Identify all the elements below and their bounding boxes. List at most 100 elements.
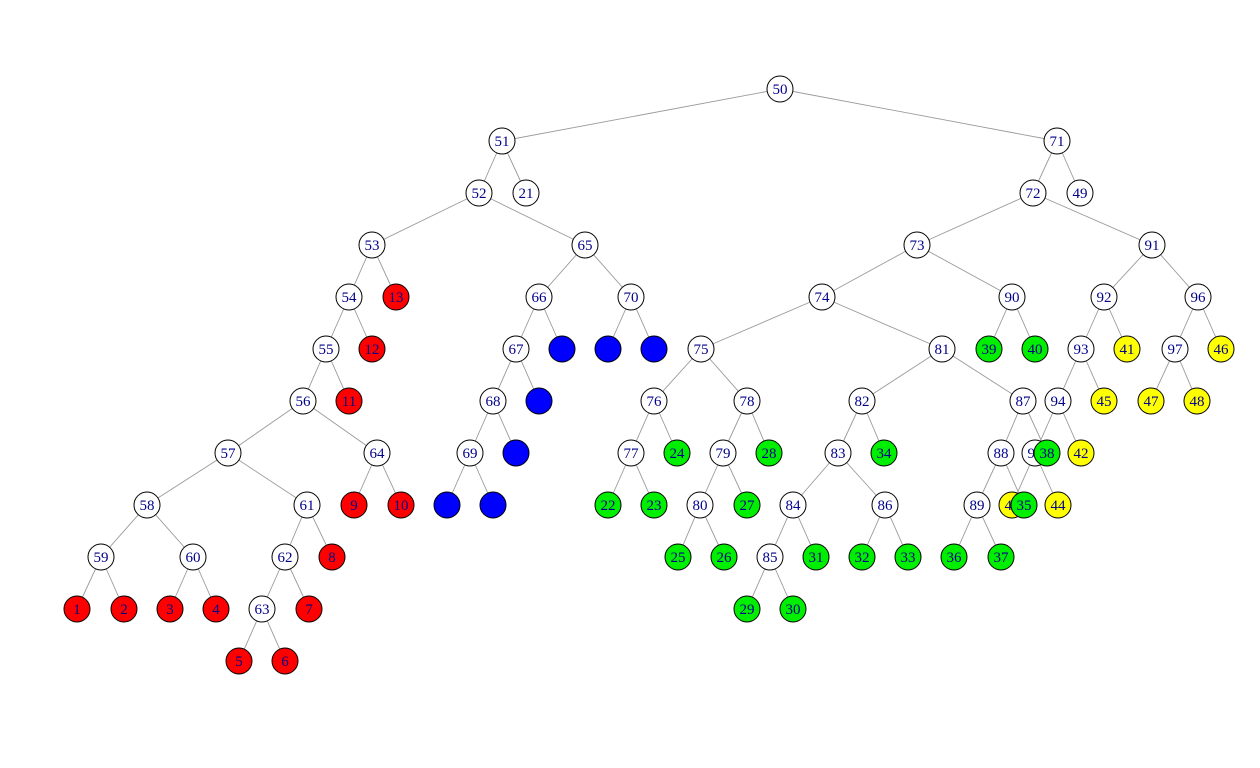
node-circle bbox=[502, 439, 530, 467]
node-circle bbox=[998, 283, 1026, 311]
node-circle bbox=[293, 491, 321, 519]
tree-node: 23 bbox=[640, 491, 668, 519]
tree-node: 86 bbox=[871, 491, 899, 519]
tree-node: 12 bbox=[358, 335, 386, 363]
tree-node: 4 bbox=[202, 595, 230, 623]
tree-node: 80 bbox=[686, 491, 714, 519]
node-circle bbox=[987, 439, 1015, 467]
tree-node: 97 bbox=[1161, 335, 1189, 363]
node-label: 21 bbox=[519, 186, 534, 202]
node-label: 31 bbox=[809, 550, 824, 566]
node-label: 46 bbox=[1214, 342, 1230, 358]
node-circle bbox=[363, 439, 391, 467]
node-circle bbox=[1090, 387, 1118, 415]
node-label: 88 bbox=[994, 446, 1009, 462]
tree-node: 63 bbox=[248, 595, 276, 623]
node-circle bbox=[335, 283, 363, 311]
tree-node: 90 bbox=[998, 283, 1026, 311]
node-circle bbox=[179, 543, 207, 571]
tree-node: 87 bbox=[1009, 387, 1037, 415]
node-circle bbox=[1044, 491, 1072, 519]
node-circle bbox=[133, 491, 161, 519]
node-circle bbox=[709, 439, 737, 467]
tree-node: 82 bbox=[848, 387, 876, 415]
node-label: 10 bbox=[394, 498, 409, 514]
node-label: 37 bbox=[994, 550, 1010, 566]
node-circle bbox=[640, 335, 668, 363]
node-label: 23 bbox=[647, 498, 662, 514]
node-label: 80 bbox=[693, 498, 708, 514]
node-label: 22 bbox=[601, 498, 616, 514]
tree-node: 41 bbox=[1113, 335, 1141, 363]
node-label: 40 bbox=[1028, 342, 1043, 358]
tree-node: 1 bbox=[63, 595, 91, 623]
node-label: 76 bbox=[647, 394, 663, 410]
node-circle bbox=[733, 491, 761, 519]
node-circle bbox=[456, 439, 484, 467]
node-label: 86 bbox=[878, 498, 894, 514]
node-label: 81 bbox=[935, 342, 950, 358]
tree-node: 56 bbox=[289, 387, 317, 415]
node-circle bbox=[640, 491, 668, 519]
node-circle bbox=[1067, 335, 1095, 363]
tree-node: 76 bbox=[640, 387, 668, 415]
node-circle bbox=[848, 543, 876, 571]
tree-node: 46 bbox=[1207, 335, 1235, 363]
tree-node: 50 bbox=[766, 75, 794, 103]
tree-node bbox=[594, 335, 622, 363]
tree-edges bbox=[76, 88, 1222, 662]
tree-node: 24 bbox=[663, 439, 691, 467]
tree-node bbox=[548, 335, 576, 363]
node-circle bbox=[63, 595, 91, 623]
node-label: 83 bbox=[831, 446, 846, 462]
tree-node: 37 bbox=[987, 543, 1015, 571]
tree-node: 72 bbox=[1019, 179, 1047, 207]
node-label: 78 bbox=[740, 394, 755, 410]
node-label: 11 bbox=[342, 394, 356, 410]
node-label: 44 bbox=[1051, 498, 1067, 514]
node-circle bbox=[663, 439, 691, 467]
tree-node: 9 bbox=[340, 491, 368, 519]
node-label: 66 bbox=[532, 290, 548, 306]
node-circle bbox=[1184, 283, 1212, 311]
tree-edge bbox=[1032, 192, 1153, 246]
tree-edge bbox=[371, 192, 480, 246]
node-circle bbox=[733, 595, 761, 623]
tree-node: 69 bbox=[456, 439, 484, 467]
tree-node: 85 bbox=[756, 543, 784, 571]
node-circle bbox=[271, 647, 299, 675]
node-label: 34 bbox=[877, 446, 893, 462]
tree-node: 33 bbox=[894, 543, 922, 571]
node-label: 55 bbox=[319, 342, 334, 358]
tree-node: 66 bbox=[525, 283, 553, 311]
node-label: 35 bbox=[1017, 498, 1032, 514]
node-circle bbox=[502, 335, 530, 363]
node-label: 39 bbox=[982, 342, 997, 358]
tree-node: 45 bbox=[1090, 387, 1118, 415]
tree-node bbox=[479, 491, 507, 519]
node-label: 29 bbox=[740, 602, 755, 618]
node-label: 93 bbox=[1074, 342, 1089, 358]
tree-node: 52 bbox=[465, 179, 493, 207]
node-label: 50 bbox=[773, 82, 788, 98]
node-circle bbox=[1010, 491, 1038, 519]
node-circle bbox=[686, 491, 714, 519]
tree-node: 61 bbox=[293, 491, 321, 519]
node-label: 7 bbox=[305, 602, 313, 618]
node-label: 26 bbox=[717, 550, 733, 566]
tree-node: 51 bbox=[488, 127, 516, 155]
tree-node: 34 bbox=[870, 439, 898, 467]
node-label: 72 bbox=[1026, 186, 1041, 202]
node-label: 52 bbox=[472, 186, 487, 202]
node-circle bbox=[271, 543, 299, 571]
node-circle bbox=[571, 231, 599, 259]
tree-node: 25 bbox=[664, 543, 692, 571]
node-label: 47 bbox=[1144, 394, 1160, 410]
node-label: 70 bbox=[624, 290, 639, 306]
node-label: 41 bbox=[1120, 342, 1135, 358]
node-label: 3 bbox=[166, 602, 174, 618]
node-label: 94 bbox=[1051, 394, 1067, 410]
tree-node bbox=[433, 491, 461, 519]
node-circle bbox=[824, 439, 852, 467]
